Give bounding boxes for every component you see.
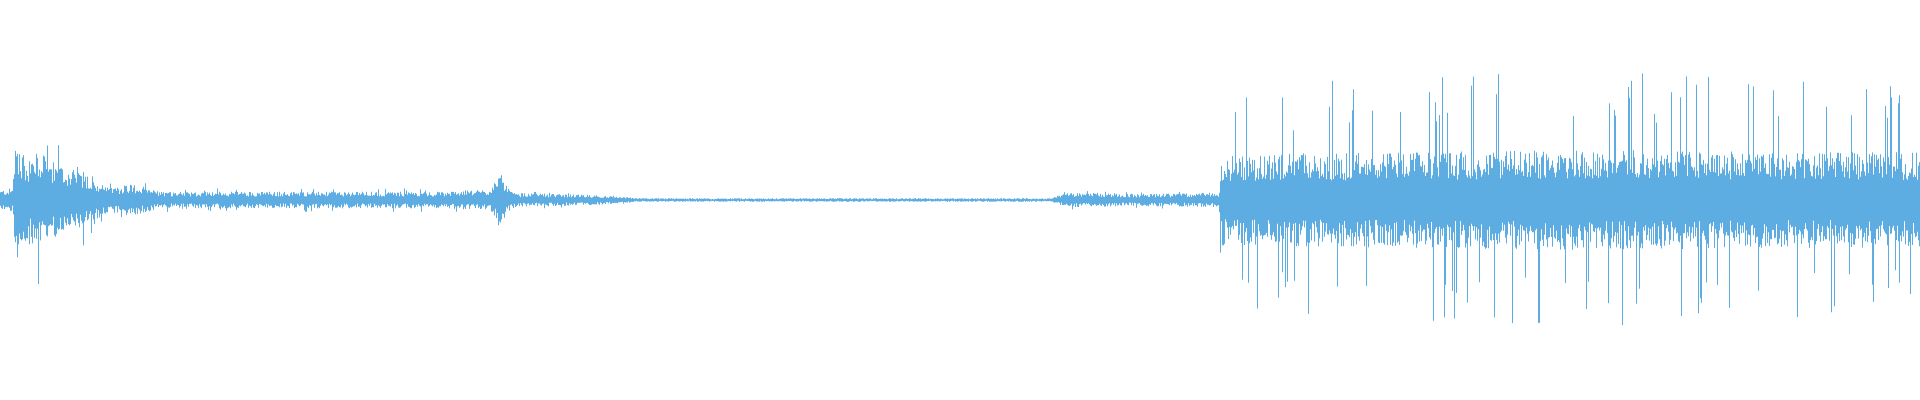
waveform-trace xyxy=(0,73,1920,325)
